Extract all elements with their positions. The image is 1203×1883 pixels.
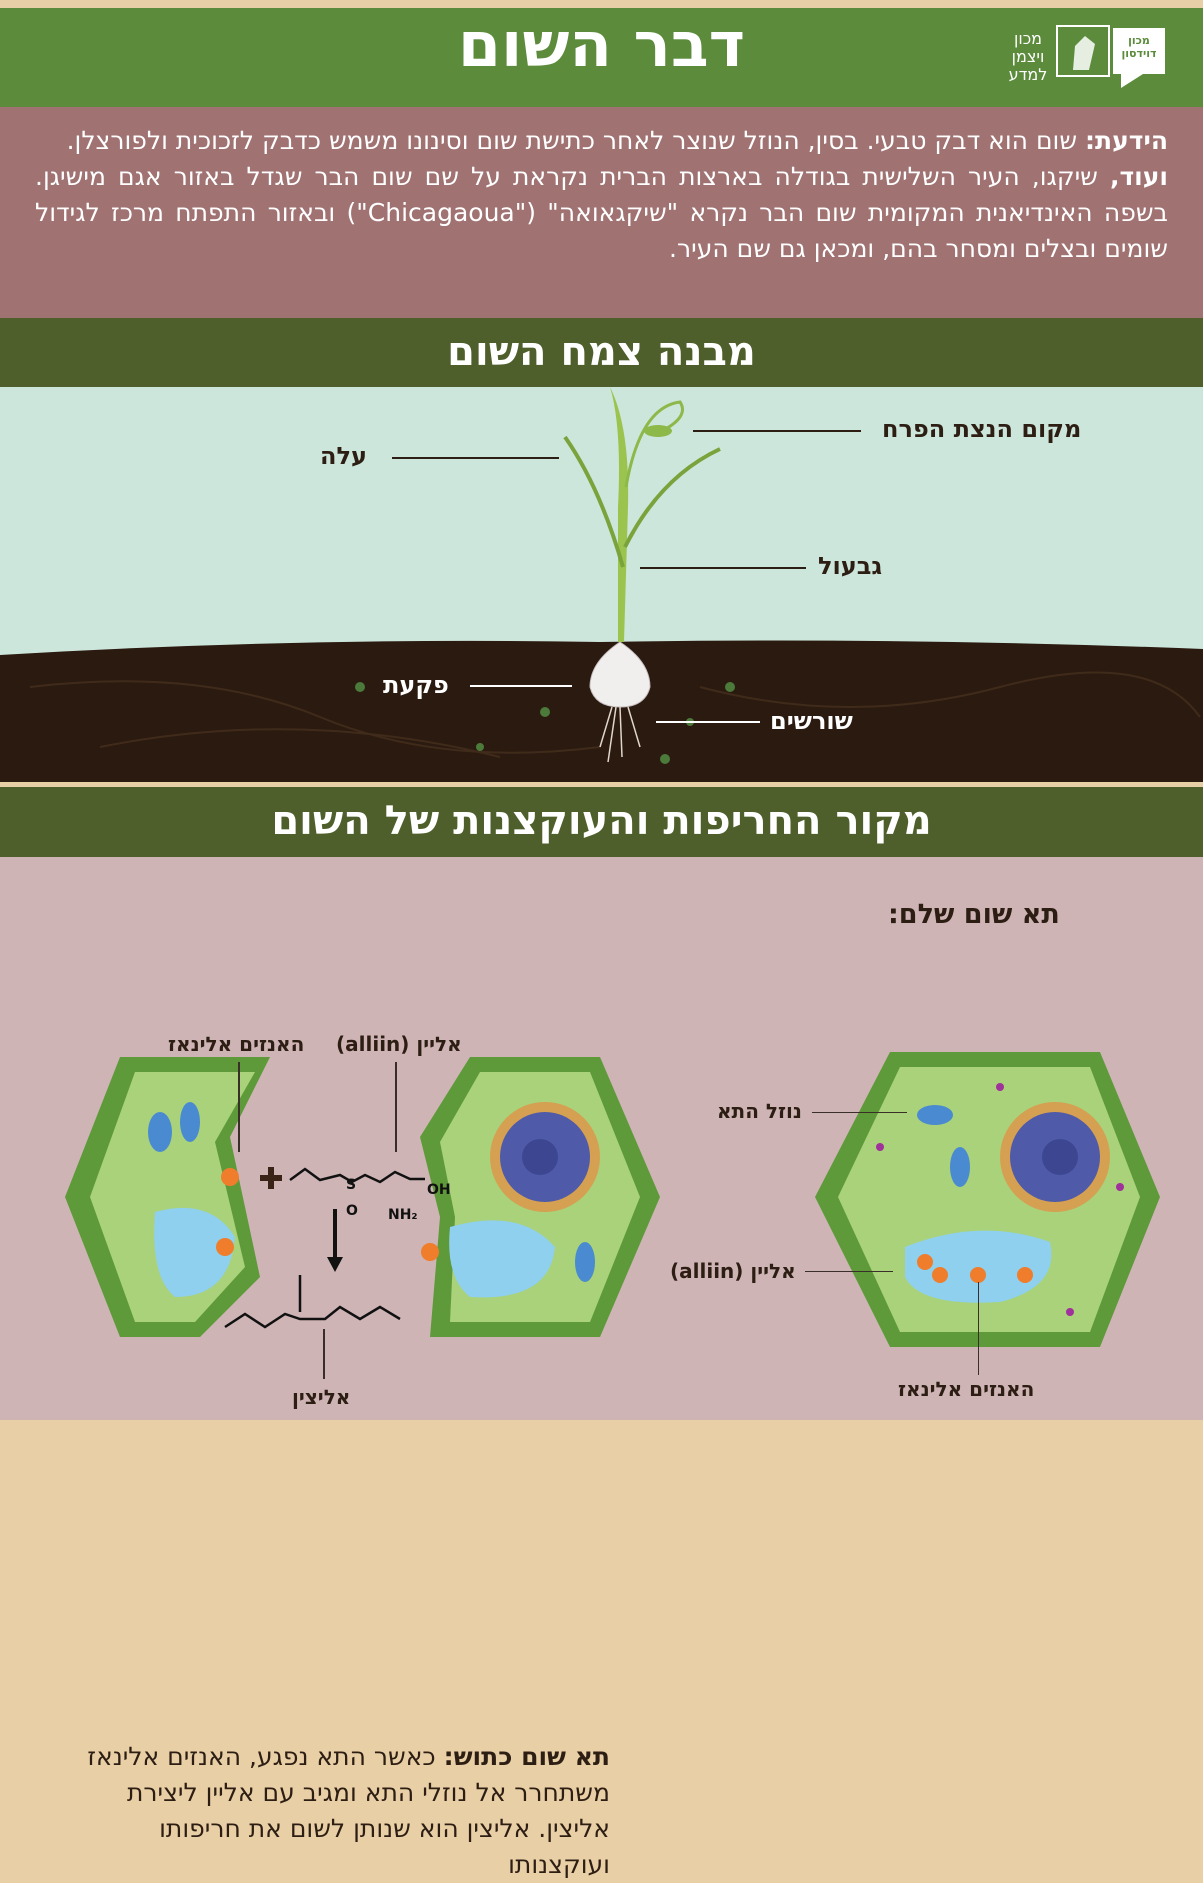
page-title: דבר השום (457, 8, 746, 81)
crushed-title: תא שום כתוש: (443, 1742, 610, 1771)
label-crushed-alliin: אליין (alliin) (336, 1032, 462, 1056)
roots-leader-line (656, 721, 760, 723)
whole-enzyme-leader-line (978, 1282, 979, 1375)
bulb-leader-line (470, 685, 572, 687)
chem-sulfur: S (346, 1177, 357, 1193)
label-cell-fluid: נוזל התא (717, 1099, 802, 1123)
cell-diagram: S O OH NH₂ תא שום כתוש: כאשר התא נפגע, ה… (0, 857, 1203, 1879)
label-stem: גבעול (818, 552, 883, 580)
stem-leader-line (640, 567, 806, 569)
label-roots: שורשים (770, 707, 853, 735)
flower-leader-line (693, 430, 861, 432)
chem-oh: OH (427, 1182, 451, 1198)
whole-alliin-leader-line (805, 1271, 893, 1272)
garlic-plant-illustration (0, 387, 1203, 782)
svg-text:דוידסון: דוידסון (1122, 47, 1157, 60)
label-flower: מקום הנצת הפרח (882, 415, 1082, 443)
svg-text:למדע: למדע (1009, 65, 1048, 84)
leaf-leader-line (392, 457, 559, 459)
svg-text:מכון: מכון (1128, 34, 1150, 47)
alliin-leader-line (395, 1062, 397, 1152)
label-leaf: עלה (320, 442, 367, 470)
svg-text:ויצמן: ויצמן (1012, 47, 1045, 66)
fluid-leader-line (812, 1112, 907, 1113)
label-crushed-enzyme: האנזים אלינאז (168, 1032, 305, 1056)
info-p1-text: שום הוא דבק טבעי. בסין, הנוזל שנוצר לאחר… (66, 126, 1086, 155)
label-whole-alliin: אליין (alliin) (670, 1259, 796, 1283)
label-bulb: פקעת (383, 671, 449, 699)
header-bar (0, 8, 1203, 107)
info-p2-text: שיקגו, העיר השלישית בגודלה בארצות הברית … (35, 162, 1168, 263)
weizmann-davidson-logo: מכון ויצמן למדע מכון דוידסון (1009, 25, 1165, 88)
svg-text:מכון: מכון (1014, 29, 1042, 48)
info-p2-label: ועוד, (1109, 162, 1168, 191)
enzyme-leader-line (238, 1062, 240, 1152)
whole-cell-title: תא שום שלם: (888, 899, 1060, 930)
cell-section-title: מקור החריפות והעוקצנות של השום (0, 787, 1203, 857)
label-allicin: אליצין (292, 1385, 351, 1409)
plant-diagram: מקום הנצת הפרח עלה גבעול פקעת שורשים (0, 387, 1203, 782)
cell-illustrations (65, 1052, 1160, 1347)
info-p1-label: הידעת: (1085, 126, 1168, 155)
crushed-cell-description: תא שום כתוש: כאשר התא נפגע, האנזים אלינא… (75, 1739, 610, 1883)
allicin-leader-line (323, 1329, 325, 1379)
label-whole-enzyme: האנזים אלינאז (898, 1377, 1035, 1401)
chem-oxygen: O (346, 1203, 358, 1219)
info-box: הידעת: שום הוא דבק טבעי. בסין, הנוזל שנו… (0, 107, 1203, 318)
chem-nh2: NH₂ (388, 1207, 418, 1223)
plant-section-title: מבנה צמח השום (0, 318, 1203, 388)
